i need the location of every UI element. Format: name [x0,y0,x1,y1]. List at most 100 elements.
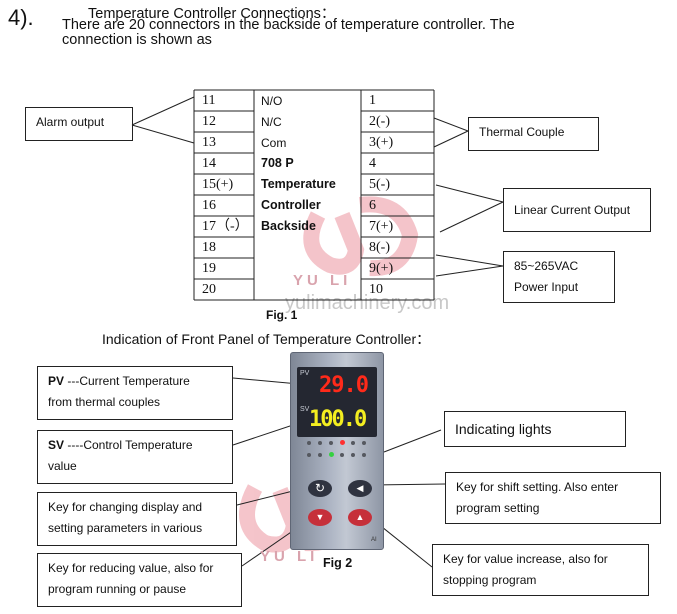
middle-label-controller: Controller [261,198,321,212]
increase-key-line-1: Key for value increase, also for [443,552,608,566]
indicator-light [329,441,333,445]
change-display-line-2: setting parameters in various [48,521,203,535]
fig1-caption: Fig. 1 [266,308,298,322]
pv-tag: PV [300,370,310,377]
right-terminal-cell: 3(+) [369,135,394,150]
indicator-light [307,441,311,445]
middle-label-backside: Backside [261,219,316,233]
middle-label-com: Com [261,136,287,150]
change-display-line-1: Key for changing display and [48,500,203,514]
arrow-left-icon: ◀ [356,483,364,493]
left-terminal-cell: 18 [202,240,216,255]
power-input-voltage: 85~265VAC [514,259,579,273]
pv-callout-line-2: from thermal couples [48,395,161,409]
left-terminal-cell: 15(+) [202,177,234,192]
middle-label-nc: N/C [261,115,282,129]
linear-current-output-callout: Linear Current Output [503,188,651,232]
sv-callout-line-2: value [48,459,77,473]
decrease-key-line-2: program running or pause [48,582,187,596]
panel-model-mark: AI [371,537,377,543]
indicator-light [362,453,366,457]
alarm-output-callout: Alarm output [25,107,133,141]
shift-key-button[interactable]: ◀ [348,480,372,497]
sv-callout: SV ----Control Temperature value [37,430,233,484]
left-terminal-cell: 11 [202,93,216,108]
sv-callout-label: SV [48,438,65,452]
indicator-light-active [340,440,345,445]
shift-key-callout: Key for shift setting. Also enter progra… [445,472,661,524]
sv-readout: 100.0 [309,407,367,432]
indicator-light [318,441,322,445]
middle-label-model: 708 P [261,156,294,170]
pv-callout-text: ---Current Temperature [64,374,190,388]
middle-label-no: N/O [261,94,283,108]
left-terminal-cell: 13 [202,135,216,150]
indicator-light-active [329,452,334,457]
right-terminal-cell: 2(-) [369,114,390,129]
indicating-lights-callout: Indicating lights [444,411,626,447]
fig2-caption: Fig 2 [323,556,353,570]
increase-key-line-2: stopping program [443,573,537,587]
linear-current-output-text: Linear Current Output [514,203,631,217]
sv-callout-line-1: SV ----Control Temperature [48,435,222,456]
indicating-lights-text: Indicating lights [455,421,552,437]
step-number: 4). [8,5,34,30]
pv-callout-label: PV [48,374,65,388]
indicator-light [351,441,355,445]
pv-readout: 29.0 [319,373,369,398]
left-terminal-cell: 20 [202,282,216,297]
middle-label-temperature: Temperature [261,177,336,191]
power-input-callout: 85~265VAC Power Input [503,251,615,303]
left-terminal-cell: 12 [202,114,216,129]
power-input-label: Power Input [514,280,579,294]
right-terminal-cell: 7(+) [369,219,394,234]
indicator-light [351,453,355,457]
display-window [297,367,377,437]
left-terminal-cell: 16 [202,198,216,213]
left-terminal-cell: 19 [202,261,216,276]
right-terminal-cell: 1 [369,93,376,108]
change-display-callout: Key for changing display and setting par… [37,492,237,546]
thermal-couple-callout: Thermal Couple [468,117,599,151]
right-terminal-cell: 10 [369,282,383,297]
decrease-key-button[interactable]: ▼ [308,509,332,526]
controller-front-panel: PV SV 29.0 100.0 ↻ ◀ ▼ ▲ AI [290,352,384,550]
fig2-heading: Indication of Front Panel of Temperature… [102,331,431,347]
increase-key-callout: Key for value increase, also for stoppin… [432,544,649,596]
shift-key-line-2: program setting [456,501,540,515]
left-terminal-cell: 17（-） [202,219,249,234]
indicator-light [362,441,366,445]
cycle-key-button[interactable]: ↻ [308,480,332,497]
indicator-light [340,453,344,457]
section-title: Temperature Controller Connections： [88,6,336,22]
sv-callout-text: ----Control Temperature [64,438,193,452]
indicator-lights-row-1 [307,440,371,447]
thermal-couple-text: Thermal Couple [479,125,565,139]
indicator-light [318,453,322,457]
alarm-output-text: Alarm output [36,115,105,129]
increase-key-button[interactable]: ▲ [348,509,372,526]
decrease-key-line-1: Key for reducing value, also for [48,561,214,575]
right-terminal-cell: 5(-) [369,177,390,192]
right-terminal-cell: 4 [369,156,376,171]
left-terminal-cell: 14 [202,156,216,171]
indicator-light [307,453,311,457]
arrow-down-icon: ▼ [315,512,325,522]
right-terminal-cell: 8(-) [369,240,390,255]
watermark-logo-top [303,196,419,277]
sv-tag: SV [300,406,310,413]
shift-key-line-1: Key for shift setting. Also enter [456,480,619,494]
watermark-site: yulimachinery.com [285,292,450,314]
decrease-key-callout: Key for reducing value, also for program… [37,553,242,607]
right-terminal-cell: 6 [369,198,376,213]
pv-callout-line-1: PV ---Current Temperature [48,371,222,392]
watermark-brand-top: YU LI [293,272,352,289]
intro-line-1: There are 20 connectors in the backside … [62,17,515,33]
right-terminal-cell: 9(+) [369,261,394,276]
arrow-up-icon: ▲ [355,512,365,522]
indicator-lights-row-2 [307,452,371,459]
intro-line-2: connection is shown as [62,32,212,48]
pv-callout: PV ---Current Temperature from thermal c… [37,366,233,420]
watermark-brand-bottom: YU LI [260,548,319,565]
